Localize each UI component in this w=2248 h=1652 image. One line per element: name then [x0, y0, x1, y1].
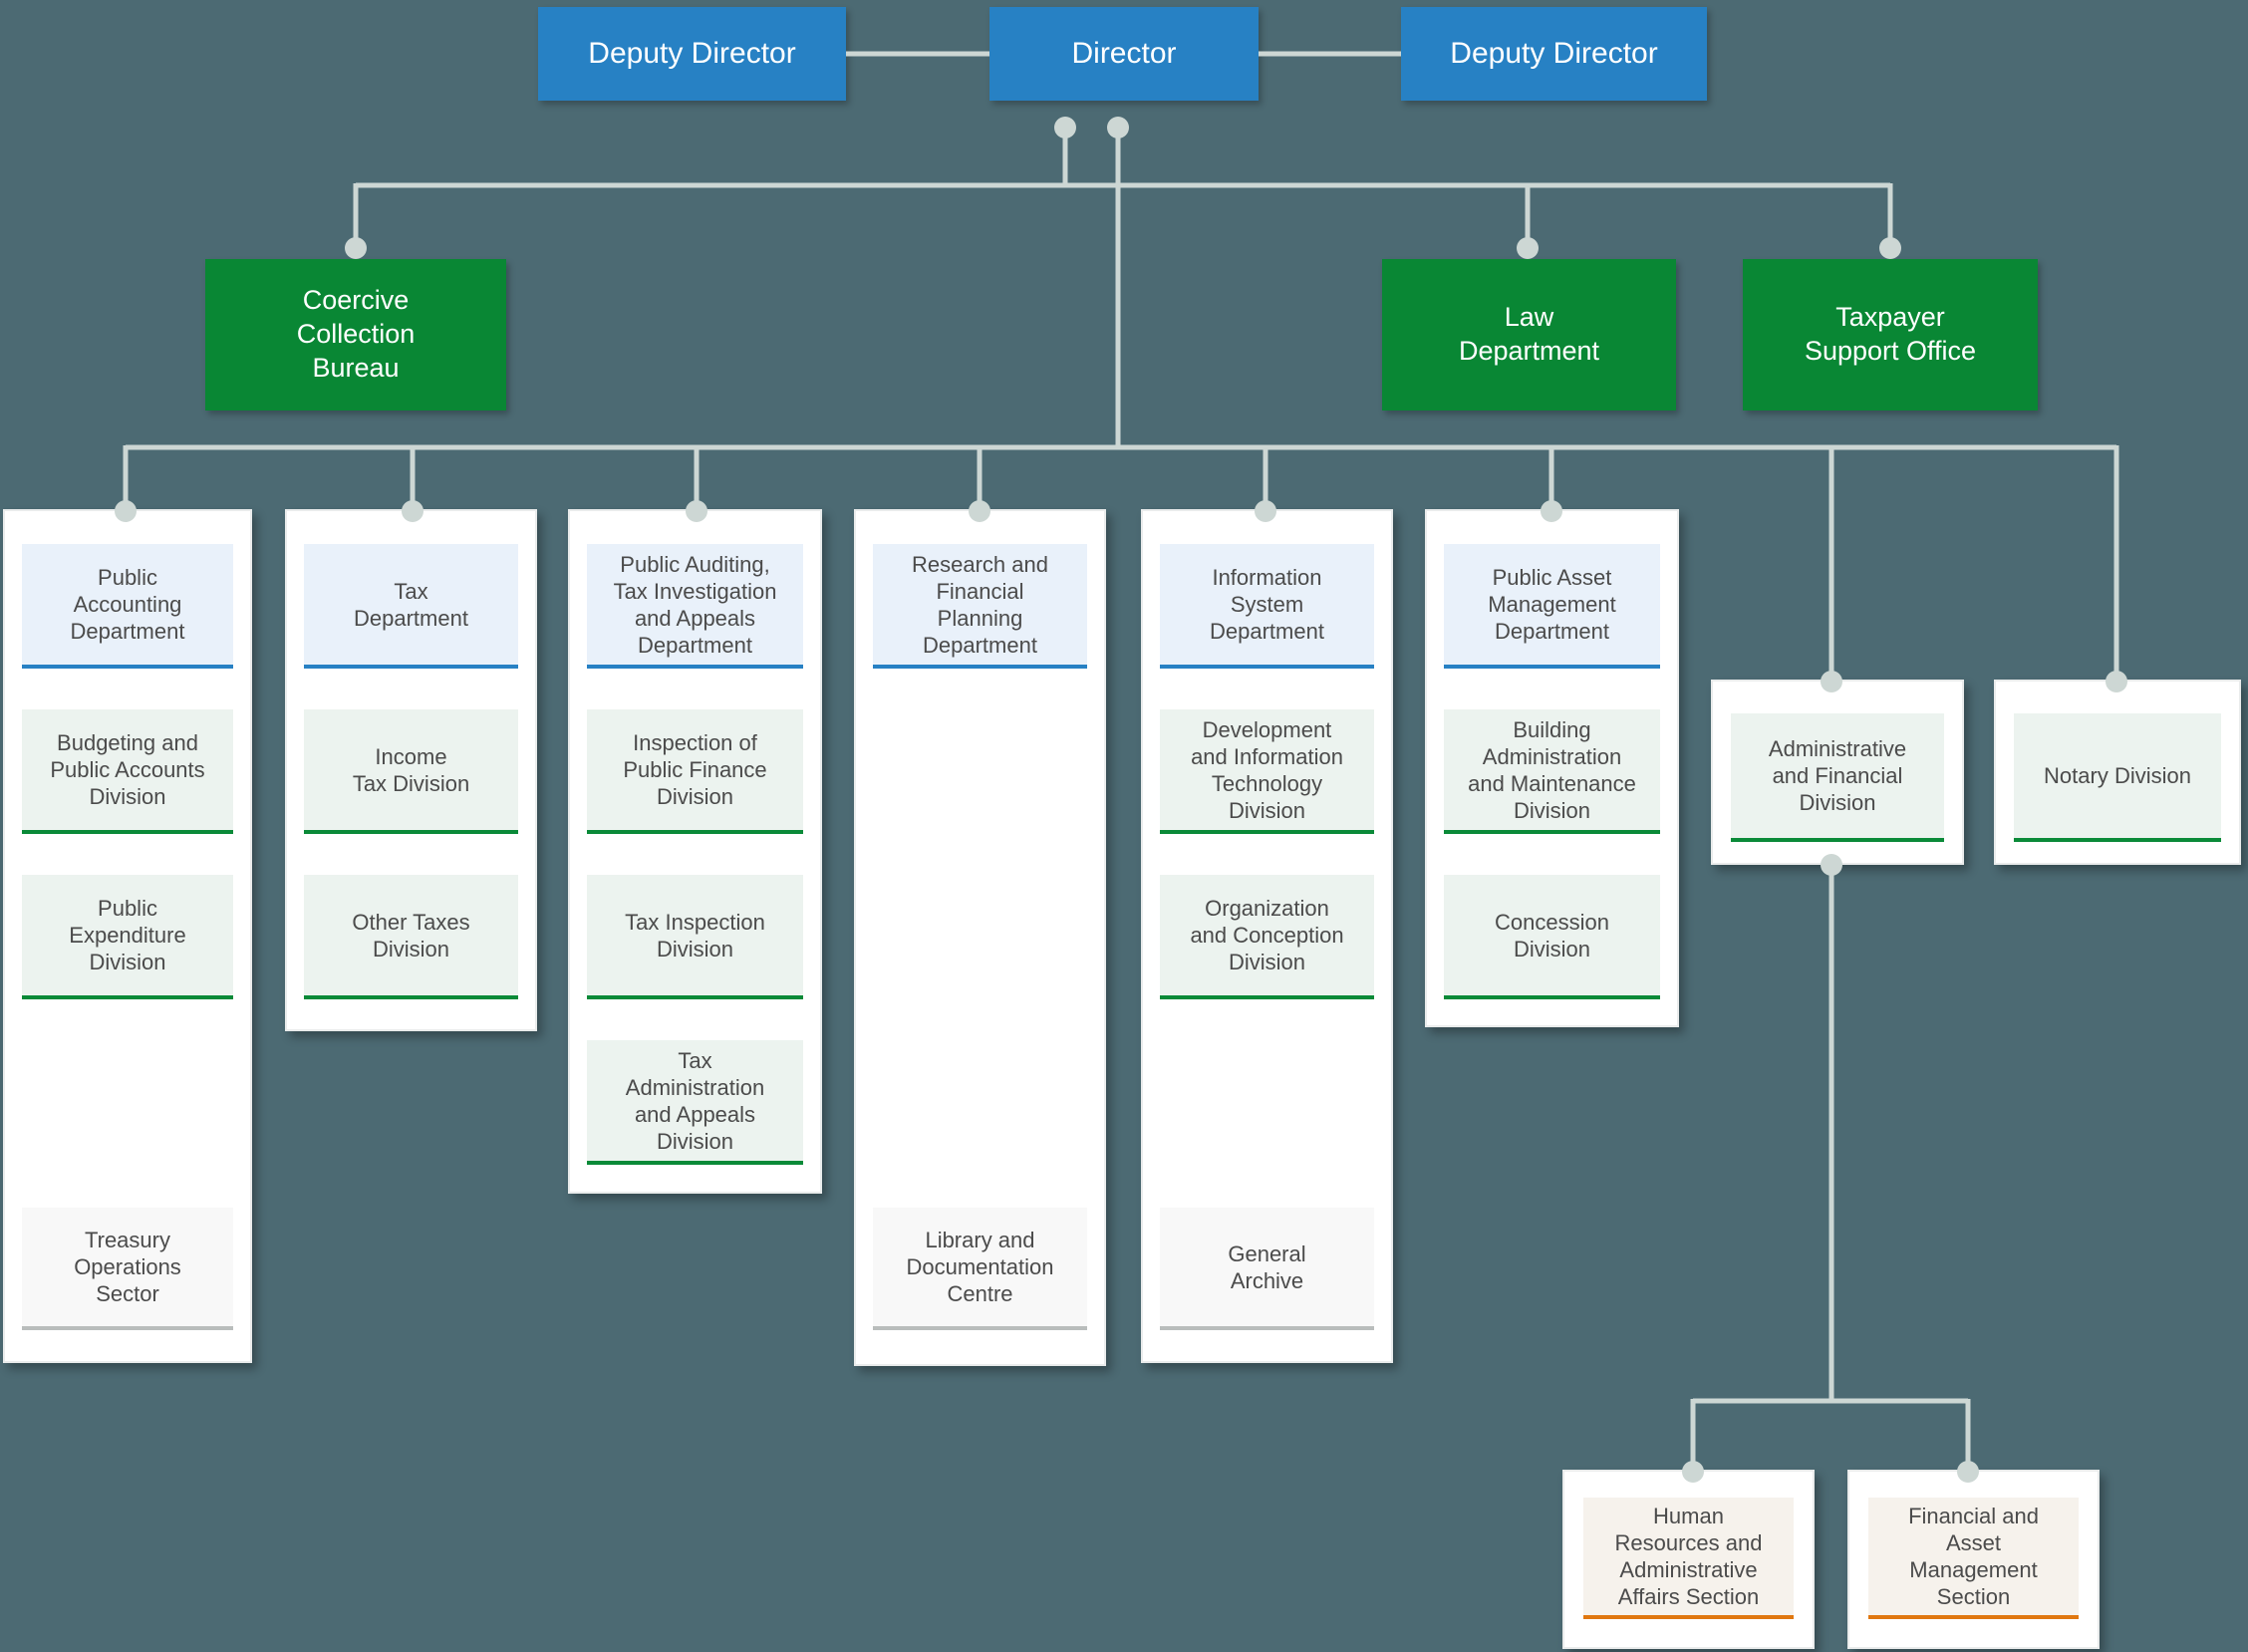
node-public-auditing-department: Public Auditing, Tax Investigation and A… — [587, 544, 803, 669]
node-inspection-public-finance-division: Inspection of Public Finance Division — [587, 709, 803, 834]
node-administrative-financial-division: Administrative and Financial Division — [1731, 713, 1944, 842]
node-tax-inspection-division: Tax Inspection Division — [587, 875, 803, 999]
node-budgeting-public-accounts-division: Budgeting and Public Accounts Division — [22, 709, 233, 834]
node-notary-division: Notary Division — [2014, 713, 2221, 842]
node-hr-administrative-affairs-section: Human Resources and Administrative Affai… — [1583, 1498, 1794, 1619]
node-tax-administration-appeals-division: Tax Administration and Appeals Division — [587, 1040, 803, 1165]
node-public-expenditure-division: Public Expenditure Division — [22, 875, 233, 999]
node-research-financial-planning-department: Research and Financial Planning Departme… — [873, 544, 1087, 669]
node-concession-division: Concession Division — [1444, 875, 1660, 999]
node-law-department: Law Department — [1382, 259, 1676, 411]
node-library-documentation-centre: Library and Documentation Centre — [873, 1208, 1087, 1330]
node-tax-department: Tax Department — [304, 544, 518, 669]
node-taxpayer-support-office: Taxpayer Support Office — [1743, 259, 2038, 411]
node-income-tax-division: Income Tax Division — [304, 709, 518, 834]
node-deputy-director-right: Deputy Director — [1401, 7, 1707, 101]
node-public-accounting-department: Public Accounting Department — [22, 544, 233, 669]
node-general-archive: General Archive — [1160, 1208, 1374, 1330]
node-financial-asset-management-section: Financial and Asset Management Section — [1868, 1498, 2079, 1619]
node-deputy-director-left: Deputy Director — [538, 7, 846, 101]
node-other-taxes-division: Other Taxes Division — [304, 875, 518, 999]
node-director: Director — [989, 7, 1259, 101]
node-building-administration-maintenance-division: Building Administration and Maintenance … — [1444, 709, 1660, 834]
node-information-system-department: Information System Department — [1160, 544, 1374, 669]
node-organization-conception-division: Organization and Conception Division — [1160, 875, 1374, 999]
node-treasury-operations-sector: Treasury Operations Sector — [22, 1208, 233, 1330]
node-coercive-collection-bureau: Coercive Collection Bureau — [205, 259, 506, 411]
node-public-asset-management-department: Public Asset Management Department — [1444, 544, 1660, 669]
node-development-it-division: Development and Information Technology D… — [1160, 709, 1374, 834]
